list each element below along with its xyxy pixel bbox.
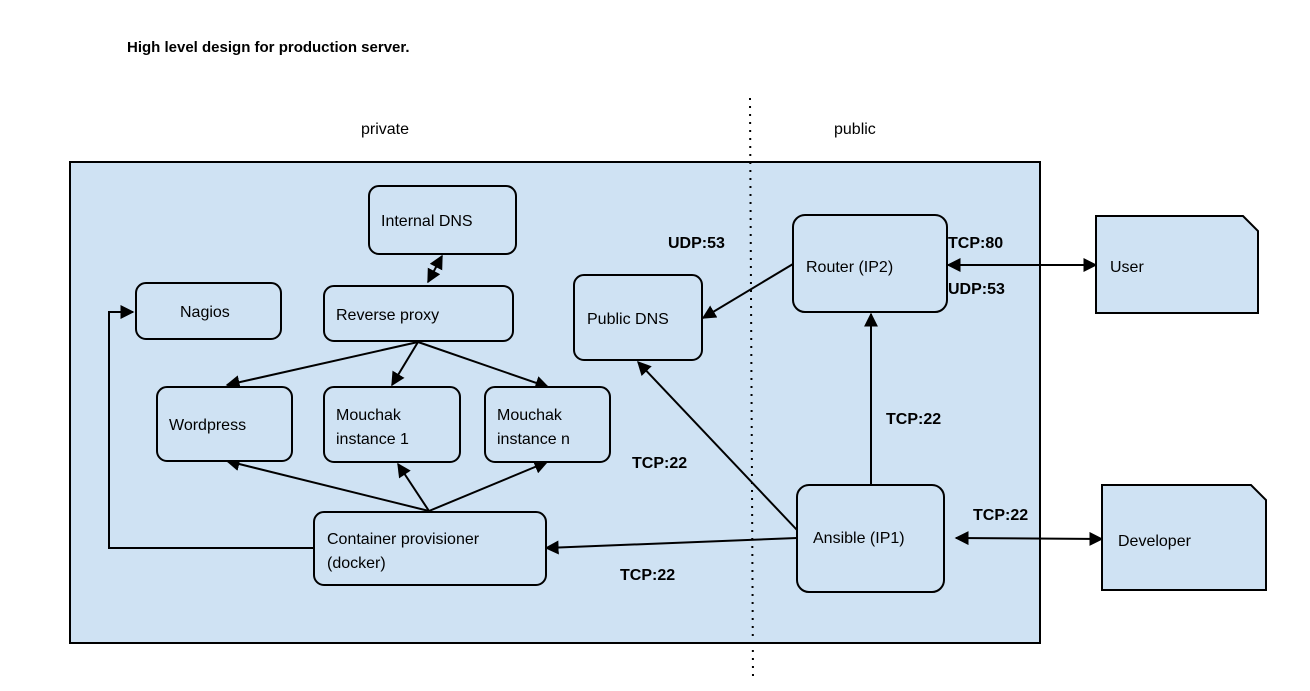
node-nagios: Nagios [135, 282, 282, 340]
edge-ansible-public-dns [637, 360, 798, 531]
node-internal-dns-label: Internal DNS [381, 213, 473, 230]
label-tcp80-user: TCP:80 [948, 235, 1003, 252]
zone-label-public: public [834, 121, 876, 138]
edge-provisioner-mouchak-n [428, 460, 549, 512]
node-mouchak-instance-n: Mouchak instance n [484, 386, 611, 463]
node-nagios-label: Nagios [180, 304, 230, 321]
label-tcp22-router: TCP:22 [886, 411, 941, 428]
edge-internal-dns-reverse-proxy [427, 254, 443, 284]
edge-provisioner-mouchak-1 [397, 462, 430, 512]
label-udp53-user: UDP:53 [948, 281, 1005, 298]
node-mouchak-instance-1: Mouchak instance 1 [323, 386, 461, 463]
edge-provisioner-nagios [108, 305, 314, 549]
edge-reverse-proxy-mouchak-n [417, 341, 550, 390]
node-router-label: Router (IP2) [806, 259, 893, 276]
node-provisioner-label-line1: Container provisioner [327, 531, 480, 548]
zone-label-private: private [361, 121, 409, 138]
node-container-provisioner: Container provisioner (docker) [313, 511, 547, 586]
label-tcp22-provisioner: TCP:22 [620, 567, 675, 584]
node-public-dns-label: Public DNS [587, 311, 669, 328]
label-udp53-public-dns: UDP:53 [668, 235, 725, 252]
node-wordpress-label: Wordpress [169, 417, 246, 434]
node-public-dns: Public DNS [573, 274, 703, 361]
label-tcp22-public-dns: TCP:22 [632, 455, 687, 472]
node-ansible-label: Ansible (IP1) [813, 530, 905, 547]
node-internal-dns: Internal DNS [368, 185, 517, 255]
node-ansible: Ansible (IP1) [796, 484, 945, 593]
node-mouchak-1-label-line1: Mouchak [336, 407, 402, 424]
node-wordpress: Wordpress [156, 386, 293, 462]
edge-reverse-proxy-wordpress [225, 341, 419, 390]
label-tcp22-developer: TCP:22 [973, 507, 1028, 524]
node-mouchak-n-label-line2: instance n [497, 431, 570, 448]
node-mouchak-1-label-line2: instance 1 [336, 431, 409, 448]
edge-provisioner-wordpress [225, 457, 430, 512]
edge-ansible-provisioner [544, 537, 798, 555]
edge-ansible-developer [954, 531, 1104, 546]
node-router: Router (IP2) [792, 214, 948, 313]
node-user: User [1095, 215, 1259, 314]
edge-router-public-dns [701, 263, 794, 319]
node-reverse-proxy-label: Reverse proxy [336, 307, 439, 324]
node-developer-label: Developer [1118, 533, 1192, 550]
node-mouchak-n-label-line1: Mouchak [497, 407, 563, 424]
node-reverse-proxy: Reverse proxy [323, 285, 514, 342]
edge-reverse-proxy-mouchak-1 [391, 341, 419, 387]
zone-divider [749, 97, 754, 681]
node-user-label: User [1110, 259, 1144, 276]
diagram-title: High level design for production server. [127, 39, 410, 56]
node-provisioner-label-line2: (docker) [327, 555, 386, 572]
node-developer: Developer [1101, 484, 1267, 591]
